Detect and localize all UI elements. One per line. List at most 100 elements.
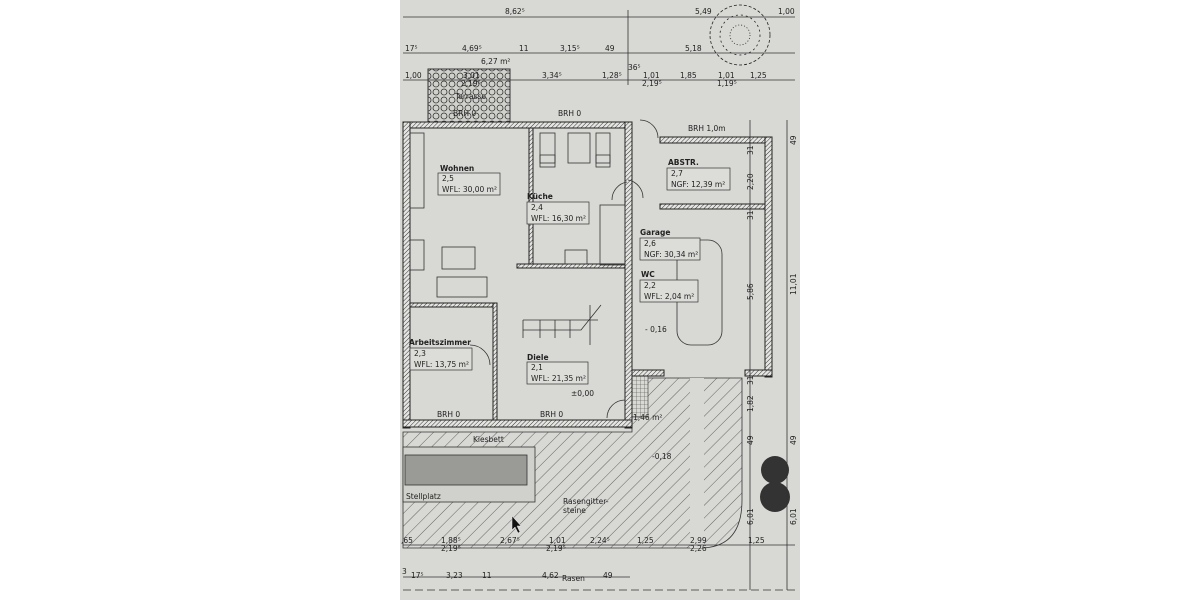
- dim-bottom2-4: 11: [482, 571, 492, 580]
- garage-wall-right: [764, 136, 773, 378]
- dim-right-3: 2,20: [746, 173, 755, 190]
- room-wc[interactable]: WC 2,2 WFL: 2,04 m²: [639, 270, 699, 303]
- dim-bottom-2: 1,88⁵: [441, 536, 461, 545]
- terrace-area: 6,27 m²: [481, 57, 510, 66]
- dim-top-3: 1,00: [778, 7, 795, 16]
- room-diele[interactable]: Diele 2,1 WFL: 21,35 m²: [526, 353, 589, 385]
- room-area: WFL: 21,35 m²: [531, 374, 586, 383]
- room-name: Küche: [527, 192, 553, 201]
- room-area: NGF: 30,34 m²: [644, 250, 698, 259]
- room-number: 2,6: [644, 239, 656, 248]
- dim-top2-2: 4,69⁵: [462, 44, 482, 53]
- terrace: [427, 68, 511, 123]
- room-number: 2,2: [644, 281, 656, 290]
- dim-right-11: 6,01: [746, 508, 755, 525]
- wall-right: [624, 121, 633, 429]
- level-garage: - 0,16: [645, 325, 667, 334]
- entry-mat: [629, 371, 649, 418]
- shrub-icon: [760, 456, 790, 512]
- dim-bottom-7: 2,24⁵: [590, 536, 610, 545]
- room-number: 2,4: [531, 203, 543, 212]
- abstr-wall: [659, 203, 766, 210]
- dim-top3-9: 1,19⁵: [717, 79, 737, 88]
- dim-bottom-3: 2,19⁵: [441, 544, 461, 553]
- dim-bottom2-5: 4,62: [542, 571, 559, 580]
- dim-right-4: 31: [746, 210, 755, 220]
- dim-top3-6: 2,19⁵: [642, 79, 662, 88]
- dim-bottom2-1: 3: [402, 567, 407, 576]
- dim-top2-3: 11: [519, 44, 529, 53]
- terrace-label: Terrasse: [454, 92, 486, 101]
- dim-right-2: 31: [746, 145, 755, 155]
- room-name: ABSTR.: [668, 158, 699, 167]
- dimension-lines: [403, 10, 795, 591]
- dim-top3-4: 36⁵: [628, 63, 641, 72]
- dim-top3-7: 1,85: [680, 71, 697, 80]
- dim-right-6: 5,86: [746, 283, 755, 300]
- terrace-dim-2: 2,19⁵: [461, 79, 481, 88]
- dim-right-7: 31: [746, 375, 755, 385]
- dim-bottom2-6: 49: [603, 571, 613, 580]
- room-name: Arbeitszimmer: [409, 338, 471, 347]
- dim-top3-2: 3,34⁵: [542, 71, 562, 80]
- dim-top2-6: 5,18: [685, 44, 702, 53]
- room-name: Wohnen: [440, 164, 474, 173]
- right-dimensions: 49 31 2,20 31 11,01 5,86 31 1,82 49 49 6…: [746, 135, 798, 525]
- furniture: [409, 119, 723, 419]
- mouse-cursor-icon: [511, 515, 522, 534]
- room-name: Diele: [527, 353, 549, 362]
- dim-right-8: 1,82: [746, 395, 755, 412]
- dim-top3-8: 1,01: [718, 71, 735, 80]
- brh-garage: BRH 1,0m: [688, 124, 726, 133]
- dim-top3-5: 1,01: [643, 71, 660, 80]
- dim-bottom-8: 1,25: [637, 536, 654, 545]
- room-number: 2,7: [671, 169, 683, 178]
- dim-top3-1: 1,00: [405, 71, 422, 80]
- floor-plan-screen: 8,62⁵ 5,49 1,00 17⁵ 4,69⁵ 11 3,15⁵ 49 5,…: [400, 0, 800, 600]
- room-number: 2,3: [414, 349, 426, 358]
- path-gap: [690, 378, 704, 548]
- rasengitter-label-2: steine: [563, 506, 586, 515]
- dim-right-1: 49: [789, 135, 798, 145]
- room-area: WFL: 16,30 m²: [531, 214, 586, 223]
- dim-bottom-11: 1,25: [748, 536, 765, 545]
- dim-right-5: 11,01: [789, 273, 798, 295]
- room-wohnen[interactable]: Wohnen 2,5 WFL: 30,00 m²: [437, 164, 501, 196]
- entry-area: 1,46 m²: [633, 413, 662, 422]
- floor-plan-drawing: 8,62⁵ 5,49 1,00 17⁵ 4,69⁵ 11 3,15⁵ 49 5,…: [401, 4, 798, 591]
- stellplatz-label: Stellplatz: [406, 492, 441, 501]
- room-arbeitszimmer[interactable]: Arbeitszimmer 2,3 WFL: 13,75 m²: [409, 338, 473, 371]
- garage-wall-bottom-right: [744, 369, 773, 377]
- room-kueche[interactable]: Küche 2,4 WFL: 16,30 m²: [526, 192, 590, 225]
- room-abstellraum[interactable]: ABSTR. 2,7 NGF: 12,39 m²: [666, 158, 731, 191]
- room-area: NGF: 12,39 m²: [671, 180, 725, 189]
- room-area: WFL: 2,04 m²: [644, 292, 694, 301]
- room-area: WFL: 30,00 m²: [442, 185, 497, 194]
- dim-bottom-5: 1,01: [549, 536, 566, 545]
- dim-right-9: 49: [746, 435, 755, 445]
- dim-bottom2-2: 17⁵: [411, 571, 424, 580]
- wall-left: [402, 121, 411, 429]
- dim-bottom-9: 2,99: [690, 536, 707, 545]
- dim-top3-10: 1,25: [750, 71, 767, 80]
- room-number: 2,5: [442, 174, 454, 183]
- rasengitter-label: Rasengitter-: [563, 497, 609, 506]
- wall-arbeitszimmer-right: [492, 302, 498, 421]
- dim-bottom-4: 2,67⁵: [500, 536, 520, 545]
- room-name: Garage: [640, 228, 670, 237]
- dim-bottom2-3: 3,23: [446, 571, 463, 580]
- kiesbett-label: Kiesbett: [473, 435, 504, 444]
- brh-top-mid: BRH 0: [558, 109, 581, 118]
- wall-top: [402, 121, 633, 129]
- wall-arbeitszimmer-top: [409, 302, 496, 308]
- room-name: WC: [641, 270, 655, 279]
- room-garage[interactable]: Garage 2,6 NGF: 30,34 m²: [639, 228, 701, 261]
- garage-wall-bottom: [631, 369, 665, 377]
- dim-bottom-10: 2,26: [690, 544, 707, 553]
- brh-top-left: BRH 0: [453, 109, 476, 118]
- level-zero: ±0,00: [571, 389, 594, 398]
- level-drive: -0,18: [652, 452, 672, 461]
- dim-bottom-6: 2,19⁵: [546, 544, 566, 553]
- dim-bottom-1: ,65: [401, 536, 413, 545]
- dim-top-2: 5,49: [695, 7, 712, 16]
